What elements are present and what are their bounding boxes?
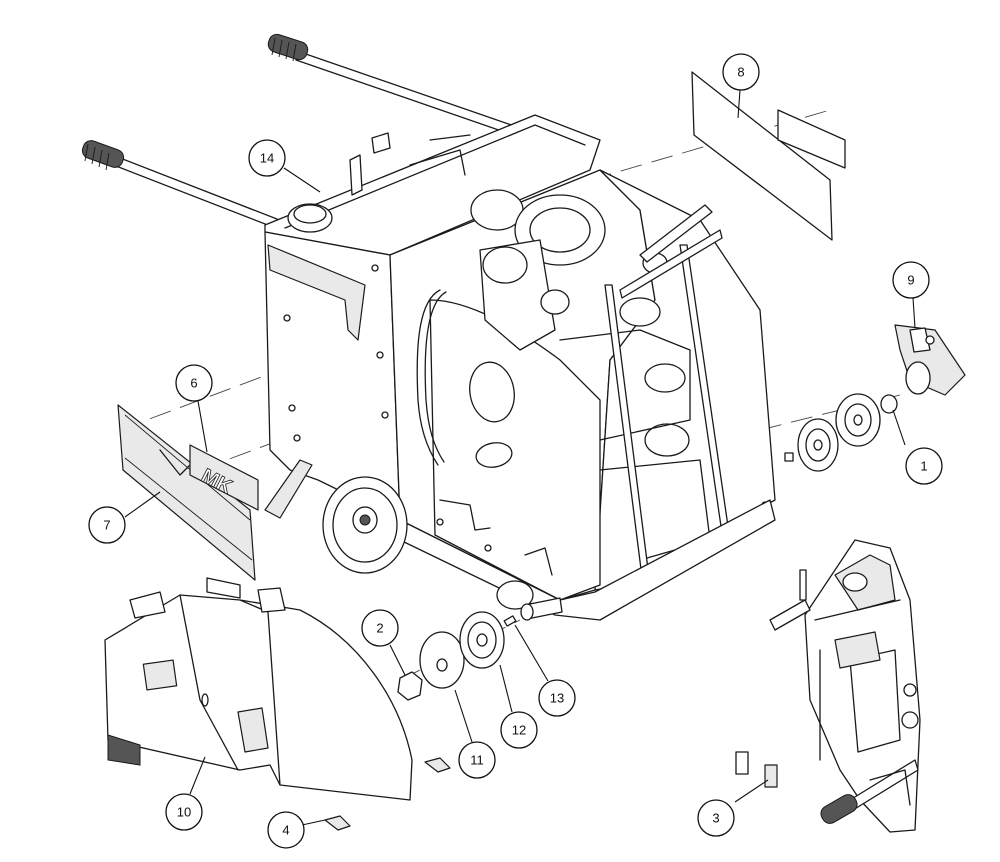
callout-number: 13 (550, 691, 564, 706)
callout-bubble (722, 53, 760, 91)
callout-leader-line (301, 819, 326, 826)
callout-number: 1 (920, 459, 927, 474)
callout-10: 10 (165, 756, 206, 831)
callout-13: 13 (514, 624, 576, 717)
flange-inner-12 (459, 611, 505, 669)
callout-bubble (175, 364, 213, 402)
key-13 (503, 615, 517, 627)
callout-number: 10 (177, 805, 191, 820)
callout-2: 2 (361, 609, 406, 676)
blade-guard-10 (104, 577, 413, 801)
callout-8: 8 (722, 53, 760, 119)
callout-number: 14 (260, 151, 274, 166)
blade-flange-bracket-9 (894, 324, 966, 396)
callout-bubble (248, 139, 286, 177)
arbor-nut-2 (397, 671, 423, 701)
decal-small-3 (735, 751, 778, 788)
callout-bubble (458, 741, 496, 779)
callout-11: 11 (454, 689, 496, 779)
callout-bubble (361, 609, 399, 647)
callout-12: 12 (499, 664, 538, 749)
callout-bubble (892, 261, 930, 299)
callout-leader-line (734, 779, 769, 803)
callout-14: 14 (248, 139, 321, 193)
flange-outer-11 (419, 631, 465, 689)
callout-number: 12 (512, 723, 526, 738)
callout-number: 8 (737, 65, 744, 80)
callout-leader-line (283, 167, 321, 193)
callout-leader-line (912, 297, 916, 329)
callout-leader-line (737, 89, 741, 119)
blade-arbor-shaft (520, 597, 563, 621)
callout-leader-line (892, 409, 906, 446)
callout-leader-line (197, 400, 208, 453)
inset-detail-view (769, 539, 921, 833)
callout-number: 2 (376, 621, 383, 636)
callout-bubble (267, 811, 305, 849)
callout-bubble (905, 447, 943, 485)
handle-bar-lower (81, 140, 301, 237)
callout-number: 3 (712, 811, 719, 826)
callout-4: 4 (267, 811, 326, 849)
callout-leader-line (124, 491, 161, 518)
handle-bar-upper (267, 33, 521, 137)
callout-bubble (697, 799, 735, 837)
callout-bubble (88, 506, 126, 544)
callout-1: 1 (892, 409, 943, 485)
callout-bubble (165, 793, 203, 831)
callout-9: 9 (892, 261, 930, 329)
saw-frame-assembly (264, 114, 776, 621)
callout-leader-line (454, 689, 473, 743)
logo-small-4 (324, 757, 451, 831)
callout-number: 7 (103, 518, 110, 533)
callout-3: 3 (697, 779, 769, 837)
callout-number: 9 (907, 273, 914, 288)
callout-leader-line (189, 756, 206, 795)
callout-leader-line (389, 644, 406, 676)
callout-6: 6 (175, 364, 213, 453)
wheel-right (496, 580, 534, 610)
callout-7: 7 (88, 491, 161, 544)
decal-panel-8 (691, 71, 846, 241)
callout-bubble (500, 711, 538, 749)
decal-panel-7 (117, 404, 256, 581)
callout-leader-line (499, 664, 513, 713)
callout-number: 6 (190, 376, 197, 391)
callout-bubble (538, 679, 576, 717)
decal-logo-6: MK (189, 444, 259, 511)
flange-set-right (784, 393, 898, 472)
callout-number: 11 (470, 753, 484, 768)
callout-number: 4 (282, 823, 289, 838)
wheel-left (322, 476, 408, 574)
callout-leader-line (514, 624, 549, 682)
